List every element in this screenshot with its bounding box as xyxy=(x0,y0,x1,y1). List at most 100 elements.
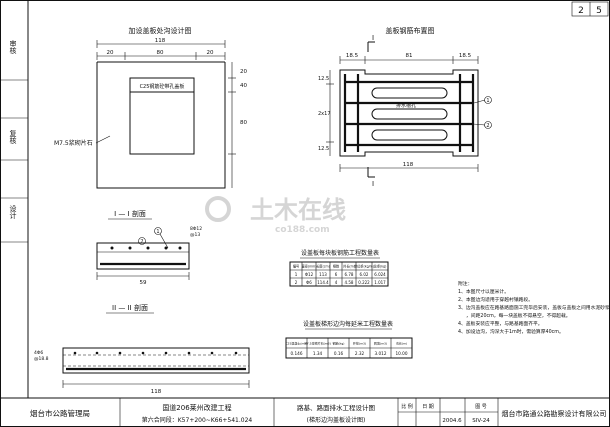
title-sheet: SIV-24 xyxy=(472,418,490,424)
title-project: 国道206莱州改建工程 xyxy=(162,403,231,412)
table-2-header-cell: 沟长(m) xyxy=(396,341,407,346)
rebar-dim-right: 18.5 xyxy=(459,53,472,59)
plan-slab-label: C25钢筋砼带孔盖板 xyxy=(140,83,185,90)
table-2-header-cell: C25混凝土(m3) xyxy=(285,341,307,346)
watermark-title: 土木在线 xyxy=(250,196,346,224)
table-2-cell: 0.16 xyxy=(334,351,344,356)
section-2-left-note: 4Φ6@18.8 xyxy=(34,350,49,362)
table-2-header-cell: 开挖(m3) xyxy=(353,341,366,346)
table-1-cell: 2 xyxy=(295,280,298,285)
note-line: 附注： xyxy=(458,280,472,287)
drain-slot-2 xyxy=(371,108,448,120)
table-2-cell: 3.012 xyxy=(375,351,387,356)
plan-dim-overall: 118 xyxy=(155,38,166,44)
title-section: 第六合同段：K57+200~K66+541.024 xyxy=(142,416,253,424)
table-1-header-cell: 总重(kg) xyxy=(374,264,387,269)
rebar-quantity-table: 设盖板每块板钢筋工程数量表 编号直径(mm)长度(cm)根数共长(m)单位重(k… xyxy=(289,249,389,287)
drain-hole-label: 排水槽孔 xyxy=(396,102,416,109)
drain-slot-3 xyxy=(371,129,448,141)
section-1-tag-1: 1 xyxy=(156,229,159,235)
title-drawing: 路基、路面排水工程设计图 xyxy=(297,403,375,412)
rebar-dim-bottom: 118 xyxy=(403,162,414,168)
title-sheet-label: 图 号 xyxy=(475,404,487,410)
plan-view-title: 加设盖板处沟设计图 xyxy=(129,26,192,35)
title-date-label: 日 期 xyxy=(422,404,434,410)
plan-dim-v2: 40 xyxy=(240,83,247,89)
table-1-cell: 1.017 xyxy=(374,280,386,285)
cut-mark-bottom: I xyxy=(372,180,374,188)
section-1-dim: 59 xyxy=(140,280,147,286)
table-2-title: 设盖板梯形边沟每延米工程数量表 xyxy=(303,320,393,328)
plan-view: 加设盖板处沟设计图 118 20 80 20 C25钢筋砼带孔盖板 20 40 … xyxy=(54,26,247,189)
title-scale-label: 比 例 xyxy=(401,403,413,410)
drain-slot-1 xyxy=(371,87,448,99)
plan-dim-v1: 20 xyxy=(240,69,247,75)
table-2-header-cell: 回填(m3) xyxy=(374,341,387,346)
watermark-url: co188.com xyxy=(275,225,330,235)
section-1: I — I 剖面 2 1 8Φ12@13 59 xyxy=(96,209,202,286)
rebar-dim-v2: 2x17 xyxy=(318,111,331,117)
section-1-tag-2: 2 xyxy=(140,239,143,245)
rebar-dim-left: 18.5 xyxy=(346,53,359,59)
table-1-header-cell: 编号 xyxy=(293,264,299,269)
table-1-cell: 113 xyxy=(319,272,327,277)
section-2-outline xyxy=(62,347,250,374)
note-line: 4、盖板安装应平整，与路基路面齐平。 xyxy=(458,320,543,327)
rebar-dim-mid: 81 xyxy=(406,53,413,59)
section-1-outline xyxy=(96,242,190,270)
table-1-cell: 4 xyxy=(335,280,338,285)
plan-dim-center: 80 xyxy=(157,50,164,56)
table-1-cell: 1 xyxy=(295,272,298,277)
section-1-title: I — I 剖面 xyxy=(114,209,146,218)
note-line: ，间距20cm，每一块盖板不得悬空，不得超载。 xyxy=(466,312,571,319)
plan-dim-v3: 80 xyxy=(240,120,247,126)
section-2-dim: 118 xyxy=(151,389,162,395)
rebar-slab-outline xyxy=(339,69,479,157)
table-1-cell: 6.024 xyxy=(374,272,386,277)
table-1-header-cell: 单位重(kg/m) xyxy=(354,264,374,269)
title-org: 烟台市公路管理局 xyxy=(30,408,90,418)
table-1-header-cell: 根数 xyxy=(333,264,340,269)
title-designer: 烟台市路通公路勘察设计有限公司 xyxy=(502,409,607,418)
table-1-cell: 4.58 xyxy=(345,280,354,285)
table-1-cell: 6.02 xyxy=(360,272,369,277)
table-1-cell: 6.78 xyxy=(345,272,354,277)
section-1-rebar-note: 8Φ12@13 xyxy=(190,226,202,238)
plan-dim-right: 20 xyxy=(207,50,214,56)
plan-dim-left: 20 xyxy=(107,50,114,56)
note-line: 2、本图边沟适用于穿越村镇路段。 xyxy=(458,296,533,303)
table-1-header-cell: 共长(m) xyxy=(343,264,355,269)
rebar-dim-v1: 12.5 xyxy=(318,76,329,82)
title-date: 2004.6 xyxy=(442,418,462,424)
note-line: 3、边沟盖板应在路基路面施工完毕后安装，盖板与盖板之间用水泥砂浆勾缝 xyxy=(458,304,610,311)
table-1-cell: 0.222 xyxy=(358,280,370,285)
table-2-cell: 2.32 xyxy=(355,351,365,356)
title-block: 烟台市公路管理局 国道206莱州改建工程 第六合同段：K57+200~K66+5… xyxy=(30,398,607,427)
note-line: 1、本图尺寸以厘米计。 xyxy=(458,288,509,295)
title-drawing-sub: (梯形边沟盖板设计图) xyxy=(307,416,366,424)
side-label-review: 审核 xyxy=(9,39,17,55)
bar-tag-2: 2 xyxy=(486,123,489,129)
note-line: 4、加设边沟，沟深大于1m时，需验算厚40cm。 xyxy=(458,328,564,335)
side-label-design: 设计 xyxy=(9,204,17,220)
section-2-title: II — II 剖面 xyxy=(112,303,148,312)
table-2-cell: 1.34 xyxy=(313,351,323,356)
table-1-cell: Φ6 xyxy=(306,280,312,285)
table-1-cell: 114.4 xyxy=(317,280,329,285)
table-2-header-cell: 钢筋(kg) xyxy=(333,341,345,346)
section-2: II — II 剖面 4Φ6@18.8 118 xyxy=(34,303,250,395)
table-1-title: 设盖板每块板钢筋工程数量表 xyxy=(301,249,379,257)
cut-mark-top: I xyxy=(372,34,374,42)
rebar-plan: 盖板钢筋布置图 18.5 81 18.5 I I 12.5 2x17 12.5 … xyxy=(318,26,492,188)
table-2-header-cell: M7.5浆砌片石(m3) xyxy=(304,341,331,346)
side-label-check: 复核 xyxy=(9,129,17,145)
plan-mortar-label: M7.5浆砌片石 xyxy=(54,139,93,147)
table-2-cell: 10.00 xyxy=(396,351,408,356)
rebar-dim-v3: 12.5 xyxy=(318,146,329,152)
table-2-cell: 0.146 xyxy=(291,351,303,356)
ditch-quantity-table: 设盖板梯形边沟每延米工程数量表 C25混凝土(m3)M7.5浆砌片石(m3)钢筋… xyxy=(285,320,413,359)
bar-tag-1: 1 xyxy=(486,98,489,104)
page-total: 5 xyxy=(596,6,602,16)
rebar-plan-title: 盖板钢筋布置图 xyxy=(386,26,435,35)
